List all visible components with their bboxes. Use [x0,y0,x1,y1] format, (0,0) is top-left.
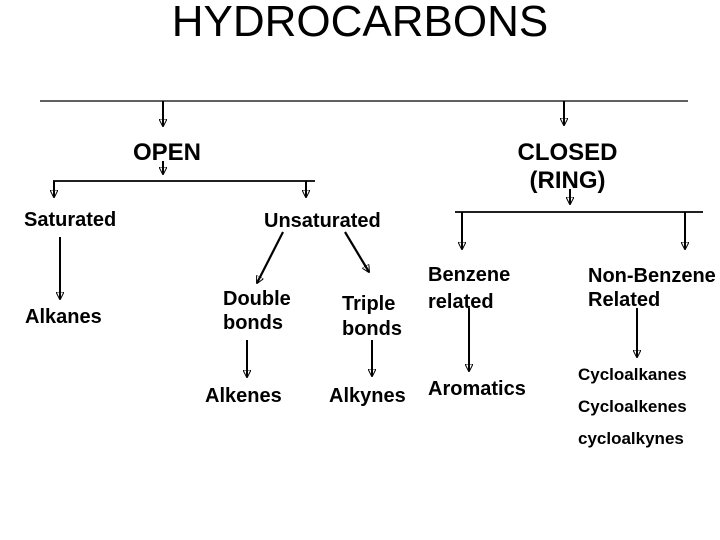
node-saturated: Saturated [24,209,117,231]
node-closed-ring: CLOSED (RING) [517,139,618,194]
node-aromatics: Aromatics [428,378,526,400]
node-alkynes: Alkynes [329,385,406,407]
diagram-title: HYDROCARBONS [171,0,549,46]
node-benzene-related: Benzene related [428,264,511,313]
node-cycloalkanes: Cycloalkanes [578,365,687,384]
node-non-benzene-related: Non-Benzene Related [588,265,716,311]
arrow-unsaturated-to-double-bonds [256,231,284,283]
node-cycloalkenes: Cycloalkenes [578,397,687,416]
node-double-bonds: Double bonds [223,288,291,334]
arrow-unsaturated-to-triple-bonds [344,231,369,272]
node-alkenes: Alkenes [205,385,282,407]
node-open: OPEN [133,139,202,166]
node-cycloalkynes: cycloalkynes [578,429,684,448]
node-triple-bonds: Triple bonds [342,293,402,340]
node-alkanes: Alkanes [25,306,102,328]
node-unsaturated: Unsaturated [264,210,381,232]
